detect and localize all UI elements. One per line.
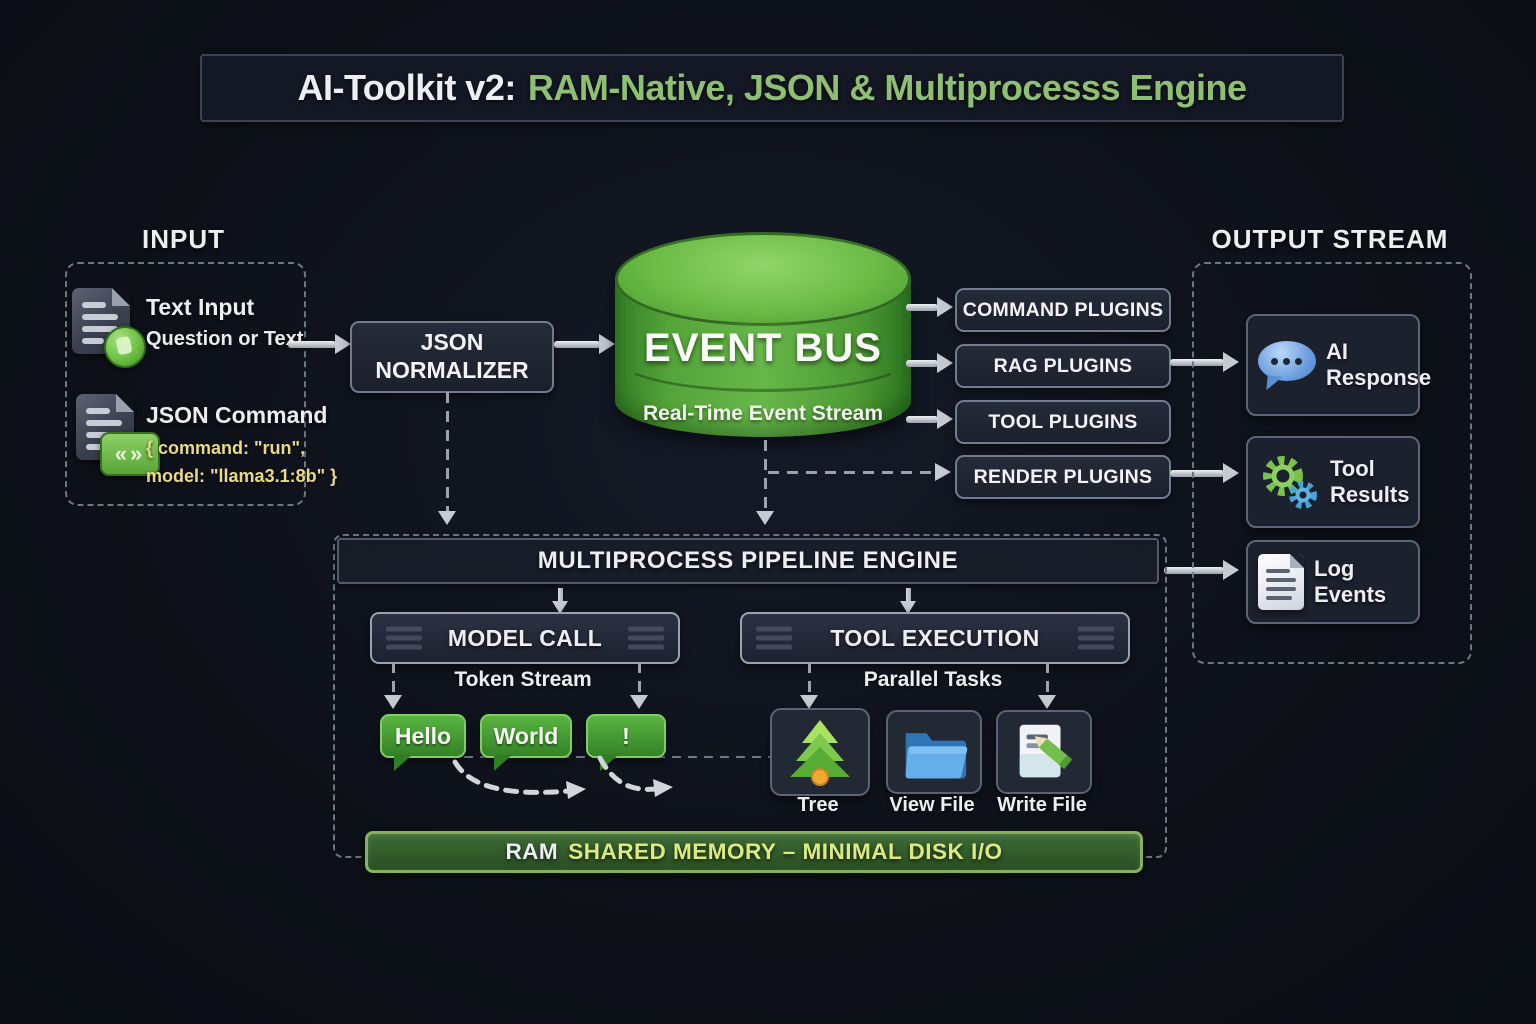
arrow-bus-to-command-plugins [906,297,953,317]
arrow-header-to-model-call [552,588,568,614]
arrow-input-to-normalizer [288,334,351,354]
model-call-box: MODEL CALL [370,612,680,664]
tool-results-label: Tool Results [1330,456,1410,507]
arrow-bus-to-tool-plugins [906,409,953,429]
title-highlight: RAM-Native, JSON & Multiprocesss Engine [527,67,1247,108]
render-plugins-label: RENDER PLUGINS [973,465,1153,488]
chat-bubble-icon [1258,341,1316,392]
menu-lines-icon [756,635,792,641]
tool-plugins-label: TOOL PLUGINS [988,410,1138,433]
event-bus-seam [617,326,909,392]
output-card-tool-results: Tool Results [1246,436,1420,528]
command-plugins-label: COMMAND PLUGINS [962,298,1164,321]
pipeline-heading: MULTIPROCESS PIPELINE ENGINE [537,547,959,574]
rag-plugins-label: RAG PLUGINS [993,354,1133,377]
arrow-render-to-tool-results [1170,463,1239,483]
tool-execution-label: TOOL EXECUTION [830,624,1040,651]
title-banner: AI-Toolkit v2: RAM-Native, JSON & Multip… [200,54,1344,122]
output-section-heading: OUTPUT STREAM [1211,224,1449,254]
output-section-box [1192,262,1472,664]
plugin-box-render: RENDER PLUGINS [955,455,1171,499]
json-code-line-2: model: "llama3.1:8b" } [146,466,338,486]
speech-quote-badge-icon [104,326,146,368]
code-badge-icon: «» [100,432,160,476]
arrow-normalizer-to-bus [554,334,615,354]
arrow-bus-to-rag-plugins [906,353,953,373]
json-normalizer-box: JSON NORMALIZER [350,321,554,393]
task-tile-tree [770,708,870,796]
token-stream-label: Token Stream [454,668,592,691]
title-prefix: AI-Toolkit v2: [297,67,517,108]
event-bus-cylinder: EVENT BUS Real-Time Event Stream [615,232,911,438]
json-normalizer-label: JSON NORMALIZER [375,329,529,383]
ram-label-prefix: RAM [505,839,559,864]
tree-icon [790,720,850,786]
dashed-arrow-tool-exec-left [800,662,818,709]
output-card-ai-response: AI Response [1246,314,1431,416]
menu-lines-icon [628,635,664,641]
write-file-task-label: Write File [997,794,1087,816]
plugin-box-tool: TOOL PLUGINS [955,400,1171,444]
token-speech-bubble: World [480,714,572,771]
token-flow-curved-arrows [452,755,673,799]
arrow-header-to-tool-execution [900,588,916,614]
arrow-pipeline-to-log-events [1164,560,1239,580]
log-events-label: Log Events [1314,556,1387,607]
json-code-line-1: { command: "run", [146,438,306,458]
input-section-heading: INPUT [142,224,225,254]
dashed-arrow-model-call-right [630,662,648,709]
dashed-arrow-bus-to-pipeline [756,440,774,525]
parallel-tasks-label: Parallel Tasks [863,668,1003,691]
dashed-arrow-normalizer-to-pipeline [438,392,456,525]
token-speech-bubble: Hello [380,714,466,771]
tree-task-label: Tree [797,794,839,816]
view-file-task-label: View File [889,794,975,816]
plugin-box-rag: RAG PLUGINS [955,344,1171,388]
event-bus-lid [615,232,911,326]
ram-memory-bar: RAM SHARED MEMORY – MINIMAL DISK I/O [365,831,1143,873]
tool-execution-box: TOOL EXECUTION [740,612,1130,664]
plugin-box-command: COMMAND PLUGINS [955,288,1171,332]
token-speech-bubble: ! [586,714,666,771]
json-command-label: JSON Command [146,402,328,428]
pipeline-header: MULTIPROCESS PIPELINE ENGINE [337,538,1159,584]
output-card-log-events: Log Events [1246,540,1420,624]
event-bus-title: EVENT BUS [644,326,882,370]
ram-label-rest: SHARED MEMORY – MINIMAL DISK I/O [568,839,1003,864]
gears-icon [1263,456,1317,509]
arrow-rag-to-ai-response [1170,352,1239,372]
write-file-icon [1019,724,1073,778]
menu-lines-icon [1078,635,1114,641]
task-tile-view-file [886,710,982,794]
log-document-icon [1258,554,1304,610]
event-bus-subtitle: Real-Time Event Stream [642,402,884,425]
dashed-arrow-tool-exec-right [1038,662,1056,709]
folder-icon [905,733,968,779]
task-tile-write-file [996,710,1092,794]
ai-response-label: AI Response [1326,339,1432,390]
text-input-label: Text Input [146,294,255,320]
text-input-sublabel: Question or Text [146,328,304,350]
dashed-arrow-bus-to-render-plugins [768,463,951,481]
model-call-label: MODEL CALL [447,624,603,651]
dashed-arrow-model-call-left [384,662,402,709]
menu-lines-icon [386,635,422,641]
input-section-box [65,262,306,506]
